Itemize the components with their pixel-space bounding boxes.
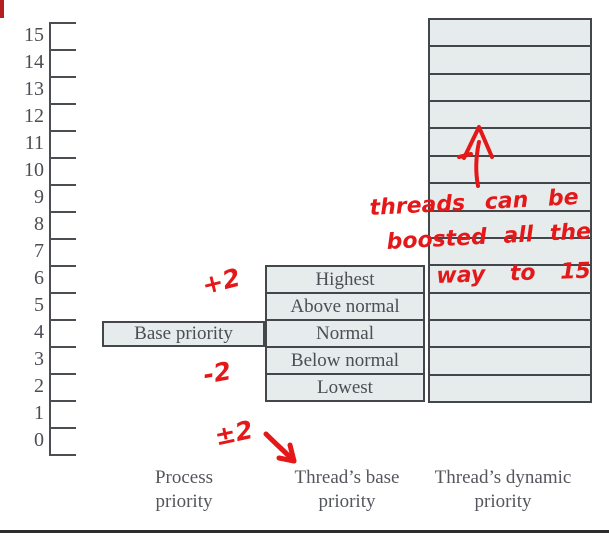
base-priority-row-lowest: Lowest <box>267 373 423 400</box>
scale-label-12: 12 <box>24 105 44 127</box>
dynamic-priority-row <box>430 318 590 346</box>
scale-label-3: 3 <box>34 348 44 370</box>
row-label: Lowest <box>317 376 373 398</box>
dynamic-priority-row <box>430 127 590 154</box>
base-priority-row-highest: Highest <box>267 267 423 292</box>
dynamic-priority-row <box>430 236 590 264</box>
scale-label-2: 2 <box>34 375 44 397</box>
row-label: Below normal <box>290 349 400 371</box>
base-priority-box: Base priority <box>102 321 265 347</box>
dynamic-priority-row <box>430 209 590 237</box>
base-priority-row-above-normal: Above normal <box>267 292 423 319</box>
scale-label-5: 5 <box>34 294 44 316</box>
dynamic-priority-row <box>430 373 590 401</box>
row-label: Above normal <box>290 295 400 317</box>
scale-label-13: 13 <box>24 78 44 100</box>
page-corner-mark <box>0 0 4 18</box>
priority-scale-ticks <box>49 22 76 457</box>
row-label: Highest <box>315 268 375 290</box>
thread-base-priority-column: Highest Above normal Normal Below normal… <box>265 265 425 402</box>
thread-base-priority-caption: Thread’s base priority <box>294 467 400 512</box>
dynamic-priority-row <box>430 154 590 182</box>
scale-label-7: 7 <box>34 240 44 262</box>
dynamic-priority-row <box>430 45 590 72</box>
dynamic-priority-row <box>430 72 590 100</box>
page-bottom-rule <box>0 530 609 533</box>
scale-label-4: 4 <box>34 321 44 343</box>
dynamic-priority-row <box>430 182 590 209</box>
annotation-minus-two: -2 <box>201 356 234 390</box>
dynamic-priority-row <box>430 100 590 127</box>
annotation-plus-two: +2 <box>199 262 244 301</box>
scale-label-10: 10 <box>24 159 44 181</box>
scale-label-14: 14 <box>24 51 44 73</box>
thread-dynamic-priority-caption: Thread’s dynamic priority <box>434 467 572 512</box>
base-priority-row-normal: Normal <box>267 319 423 346</box>
row-label: Normal <box>315 322 375 344</box>
scale-label-0: 0 <box>34 429 44 451</box>
dynamic-priority-row <box>430 291 590 319</box>
thread-dynamic-priority-column <box>428 18 592 403</box>
scale-label-8: 8 <box>34 213 44 235</box>
plus-minus-down-right-arrow-icon <box>263 431 297 464</box>
scale-label-9: 9 <box>34 186 44 208</box>
dynamic-priority-row <box>430 20 590 45</box>
scale-label-11: 11 <box>24 132 44 154</box>
dynamic-priority-row <box>430 346 590 373</box>
annotation-plus-minus-two: ±2 <box>212 415 256 452</box>
scale-label-15: 15 <box>24 24 44 46</box>
base-priority-row-below-normal: Below normal <box>267 346 423 373</box>
scale-label-6: 6 <box>34 267 44 289</box>
process-priority-caption: Process priority <box>154 467 214 512</box>
dynamic-priority-row <box>430 264 590 291</box>
scale-label-1: 1 <box>34 402 44 424</box>
boost-up-arrow-icon <box>457 125 494 188</box>
